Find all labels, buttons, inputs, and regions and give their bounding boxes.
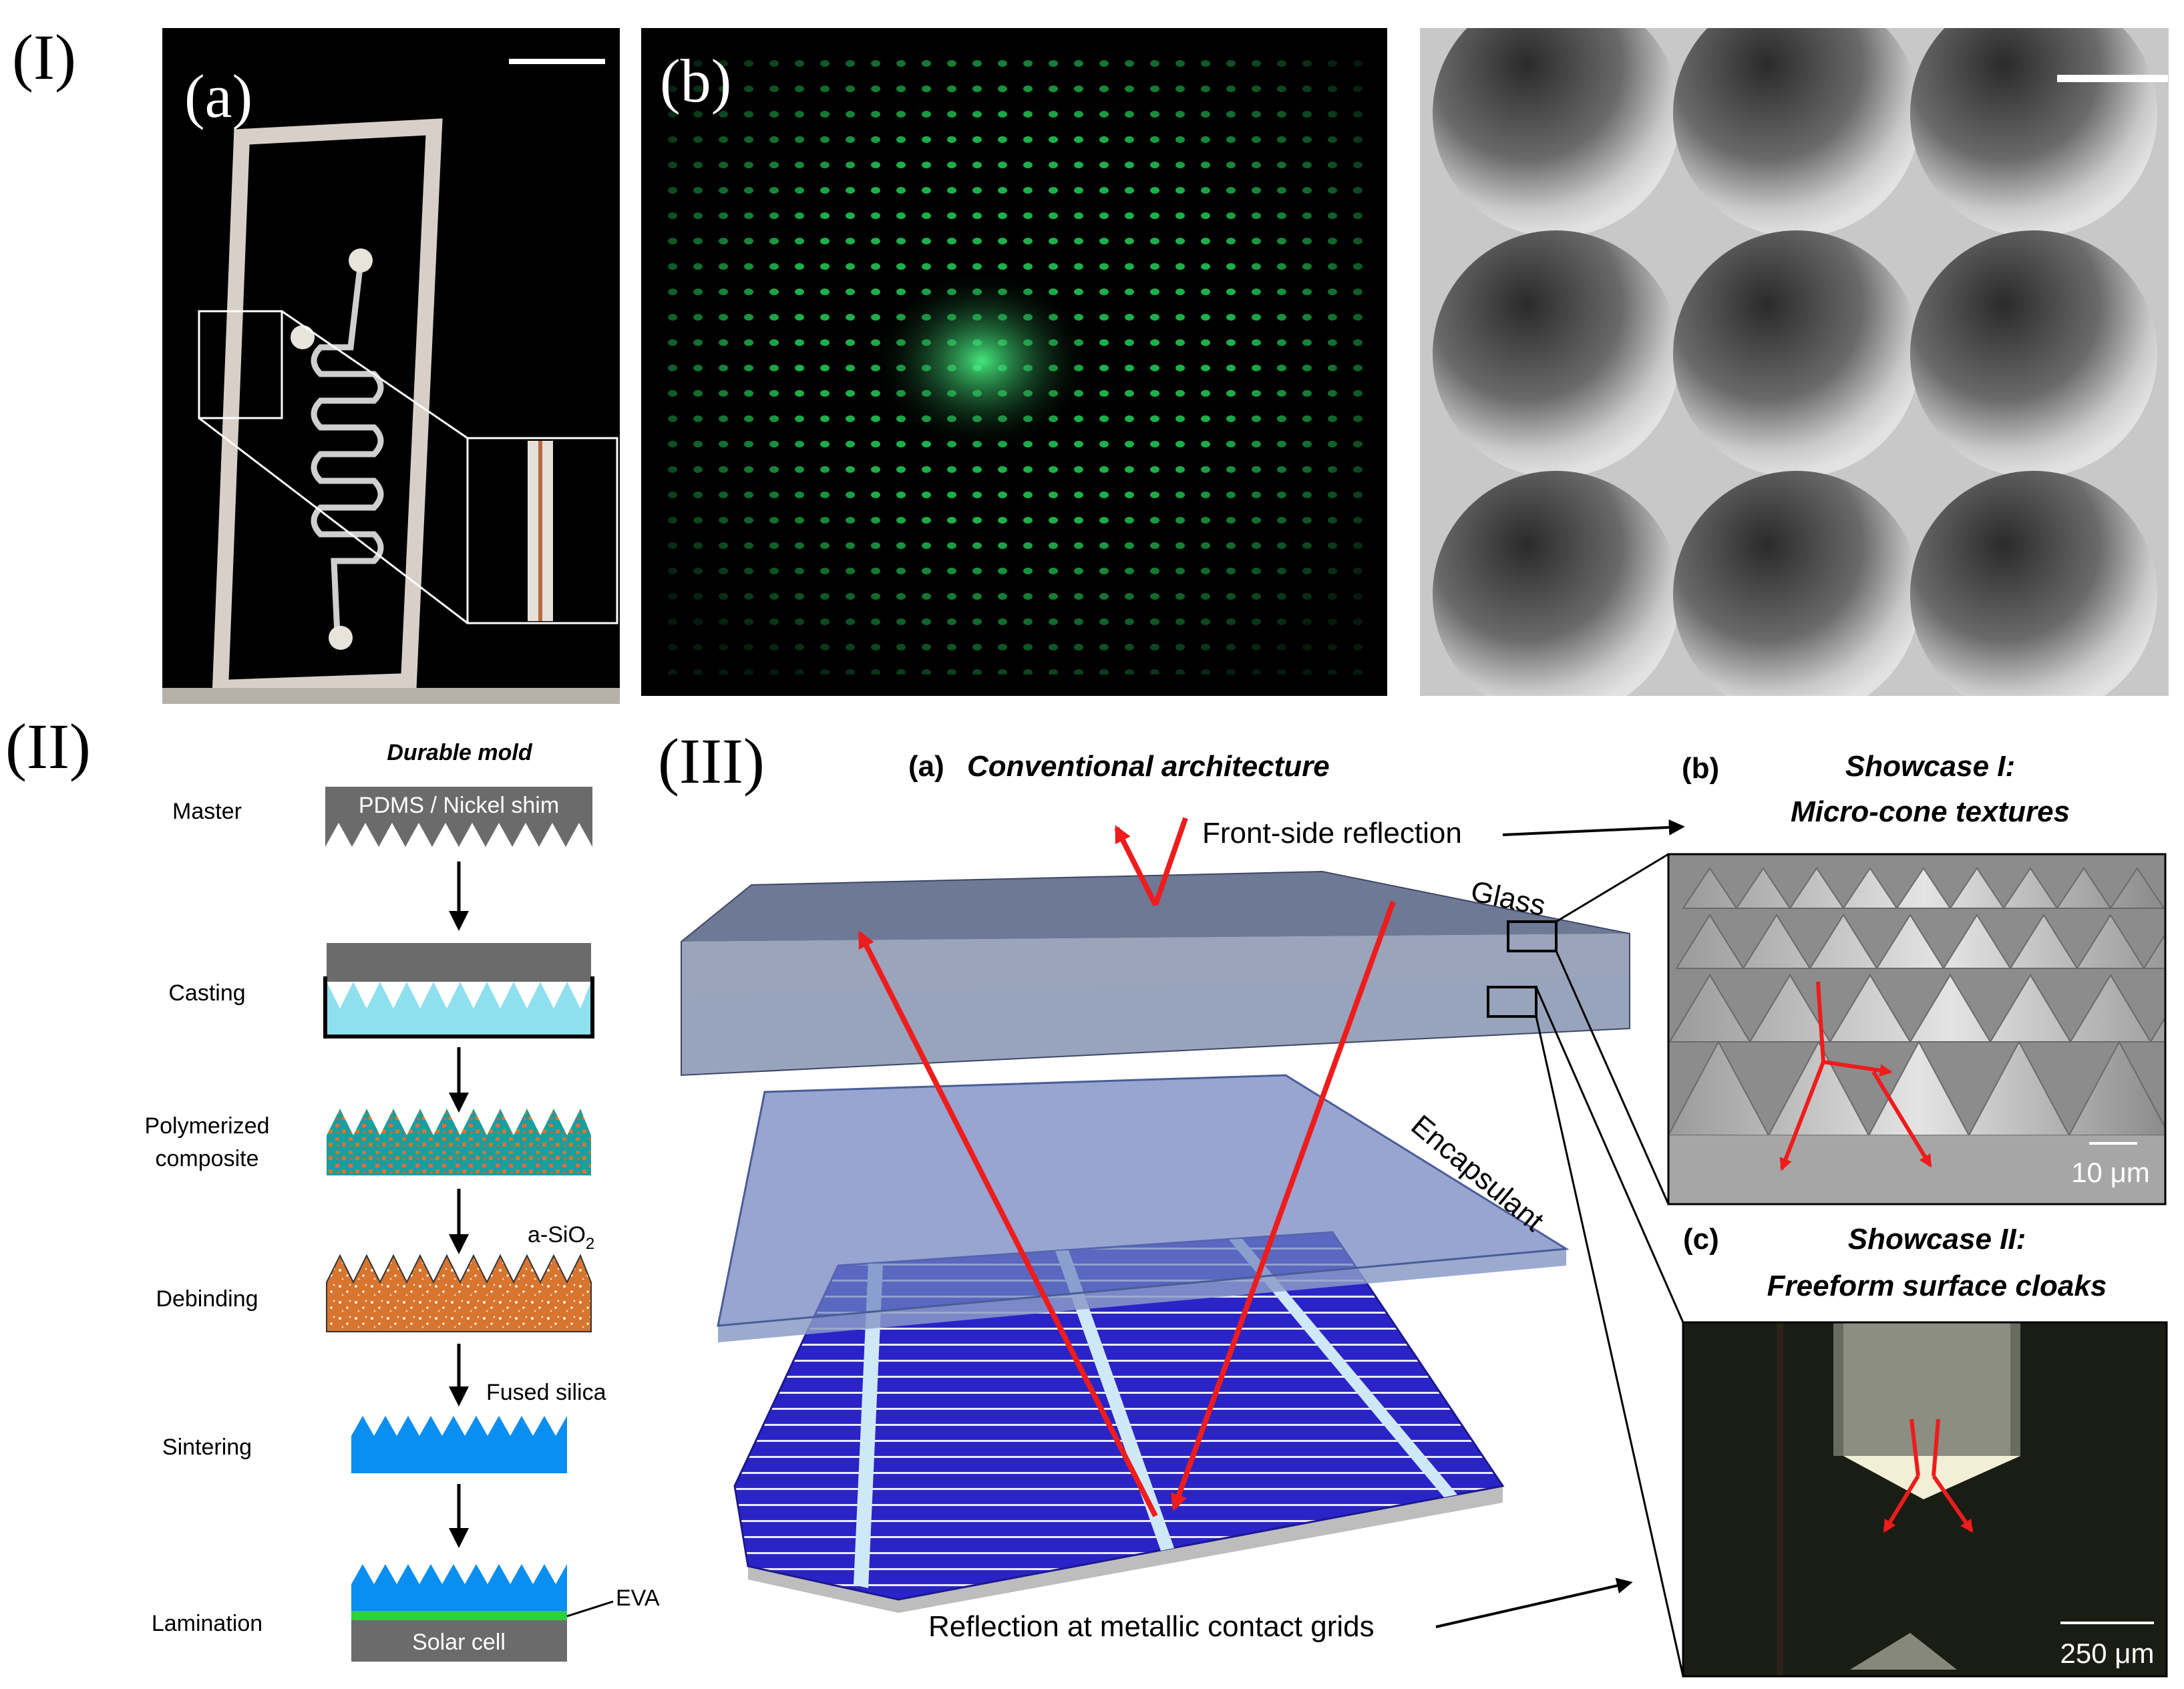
panel-IIIc-scale: 250 μm	[2060, 1638, 2155, 1669]
grid-reflection-label: Reflection at metallic contact grids	[928, 1610, 1375, 1643]
panel-IIIc-label: (c)	[1683, 1223, 1719, 1256]
panel-IIIb-title-2: Micro-cone textures	[1791, 795, 2070, 828]
master-mold	[325, 787, 592, 847]
zoom-connectors	[1535, 853, 1684, 1677]
section-label-II: (II)	[5, 711, 91, 782]
eva-layer	[351, 1611, 567, 1620]
step-label-lamination: Lamination	[152, 1611, 262, 1636]
panel-IIIb-title-1: Showcase I:	[1845, 750, 2015, 783]
front-reflection-label: Front-side reflection	[1202, 817, 1462, 850]
step-label-composite: composite	[156, 1146, 259, 1171]
panel-II-process: Durable mold Master PDMS / Nickel shim C…	[144, 740, 660, 1662]
panel-Ib-spot-array	[641, 28, 1387, 696]
step-label-debinding: Debinding	[156, 1286, 258, 1312]
panel-IIIc-cloak-photo: 250 μm	[1683, 1322, 2167, 1676]
panel-IIIa-title: Conventional architecture	[967, 750, 1330, 783]
panel-I-sem-dimples	[1420, 28, 2169, 696]
eva-label: EVA	[616, 1585, 660, 1611]
step-label-sintering: Sintering	[162, 1435, 252, 1460]
scale-bar-Ia	[509, 59, 605, 64]
section-label-III: (III)	[658, 725, 765, 797]
panel-IIIa-label: (a)	[908, 750, 944, 783]
master-material: PDMS / Nickel shim	[359, 793, 559, 818]
panel-Ia-label: (a)	[184, 62, 252, 130]
solar-cell-label-II: Solar cell	[412, 1630, 506, 1655]
panel-Ia-photo	[162, 28, 620, 704]
panel-IIIb-label: (b)	[1682, 752, 1719, 785]
panel-IIIc-title-2: Freeform surface cloaks	[1767, 1270, 2107, 1302]
panel-IIIb-cone-sem: 10 μm	[1668, 854, 2165, 1204]
step-label-casting: Casting	[168, 980, 245, 1006]
panel-IIIb-scale: 10 μm	[2071, 1157, 2150, 1188]
step-label-master: Master	[172, 799, 242, 824]
panel-IIIa-architecture: (a) Conventional architecture	[681, 750, 1685, 1643]
panel-Ib-label: (b)	[660, 47, 731, 115]
encapsulant-sheet	[717, 1074, 1570, 1342]
step-label-polymerized: Polymerized	[144, 1113, 269, 1139]
section-label-I: (I)	[12, 21, 76, 93]
scale-bar-sem	[2057, 75, 2168, 82]
a-sio2-label: a-SiO2	[528, 1222, 594, 1253]
panel-IIIc-title-1: Showcase II:	[1848, 1223, 2026, 1256]
fused-silica-label: Fused silica	[486, 1380, 606, 1405]
red-light-ray-icon	[858, 817, 1396, 1517]
right-arrow-icon	[1502, 819, 1685, 836]
solar-cell-layer	[351, 1620, 567, 1662]
process-title: Durable mold	[387, 740, 532, 765]
solar-cell-wafer	[733, 1231, 1505, 1613]
